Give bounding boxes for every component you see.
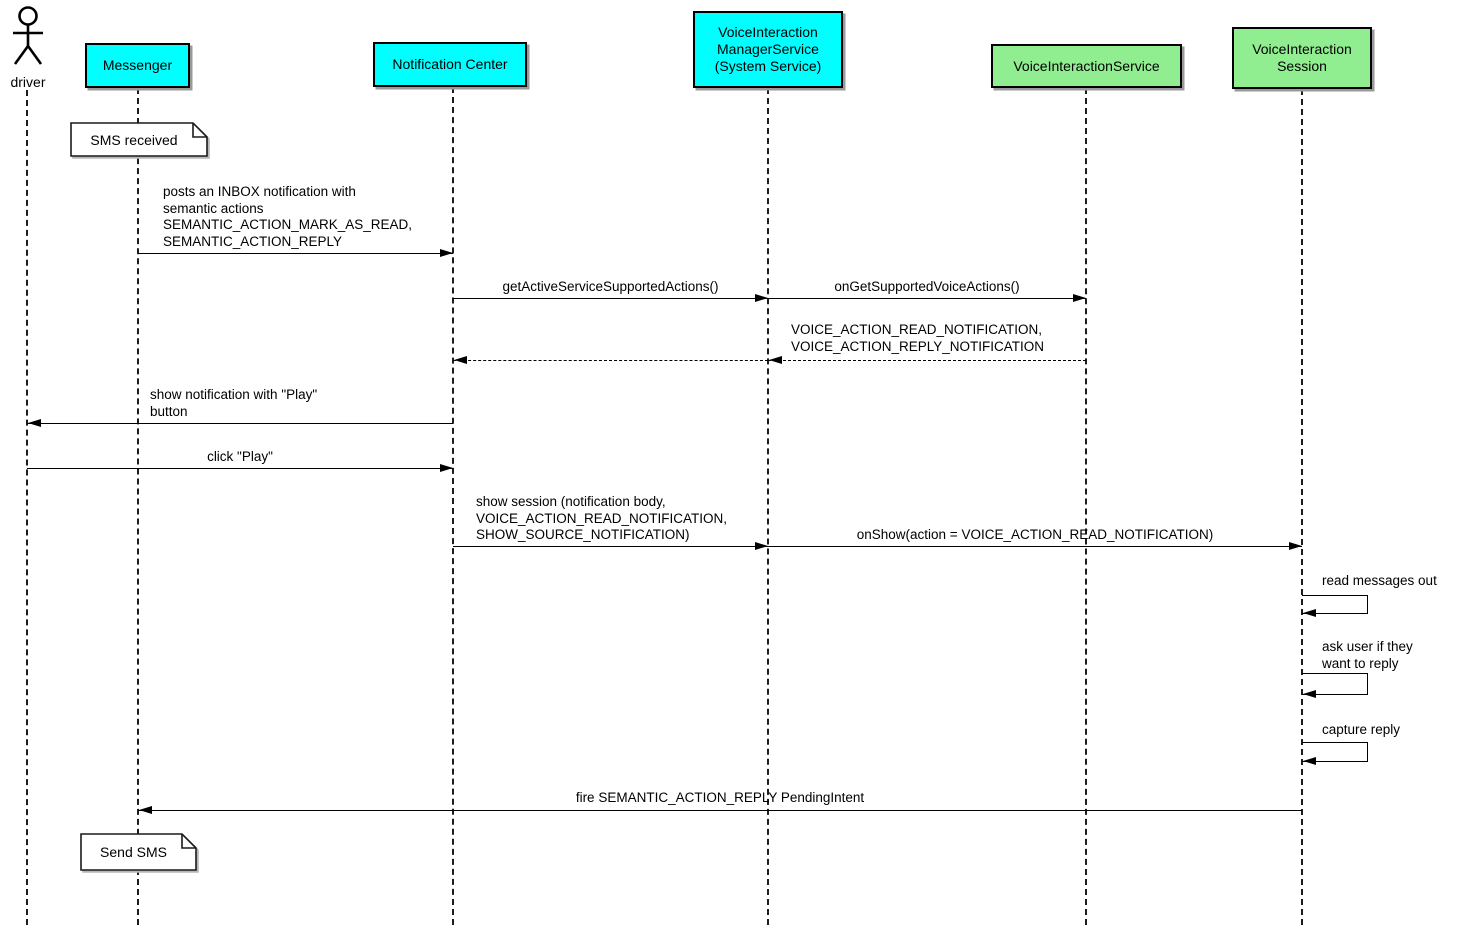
participant-label: Messenger — [102, 57, 173, 73]
message-line — [768, 298, 1086, 299]
arrowhead-right — [1289, 542, 1302, 550]
arrowhead-left — [139, 806, 152, 814]
return-line — [768, 360, 1086, 361]
arrowhead-right — [440, 249, 453, 257]
message-line — [27, 423, 453, 424]
message-label: posts an INBOX notification with semanti… — [163, 184, 413, 249]
arrowhead-right — [755, 542, 768, 550]
participant-messenger: Messenger — [85, 43, 190, 88]
note-send-sms: Send SMS — [80, 833, 197, 871]
arrowhead-right — [440, 464, 453, 472]
message-label: click "Play" — [207, 449, 273, 464]
note-label: SMS received — [90, 131, 178, 148]
actor-driver: driver — [3, 6, 53, 90]
arrowhead-left — [769, 356, 782, 364]
arrowhead-right — [1073, 294, 1086, 302]
message-label: onShow(action = VOICE_ACTION_READ_NOTIFI… — [856, 527, 1214, 542]
participant-voiceinteraction-managerservice: VoiceInteraction ManagerService (System … — [693, 11, 843, 88]
self-message-label: read messages out — [1322, 573, 1437, 588]
note-shape — [80, 833, 197, 871]
participant-notification-center: Notification Center — [373, 42, 527, 87]
message-line — [453, 298, 768, 299]
participant-voiceinteractionservice: VoiceInteractionService — [991, 44, 1182, 88]
note-sms-received: SMS received — [70, 122, 208, 157]
arrowhead-left — [1303, 690, 1316, 698]
self-message-loop — [1302, 673, 1368, 695]
lifeline-voiceinteraction-managerservice — [767, 88, 769, 925]
self-message-loop — [1302, 595, 1368, 614]
participant-label: Notification Center — [392, 56, 508, 72]
message-line — [27, 468, 453, 469]
message-line — [768, 546, 1302, 547]
message-label: show session (notification body, VOICE_A… — [476, 494, 728, 542]
arrowhead-left — [28, 419, 41, 427]
self-message-label: capture reply — [1322, 722, 1401, 737]
lifeline-messenger — [137, 88, 139, 925]
message-label: show notification with "Play" button — [150, 387, 318, 419]
lifeline-notification-center — [452, 87, 454, 925]
lifeline-voiceinteractionservice — [1085, 88, 1087, 925]
participant-label: VoiceInteraction Session — [1252, 41, 1352, 74]
message-label: getActiveServiceSupportedActions() — [502, 279, 719, 294]
message-line — [453, 546, 768, 547]
message-label: onGetSupportedVoiceActions() — [834, 279, 1020, 294]
arrowhead-left — [454, 356, 467, 364]
lifeline-driver — [26, 90, 28, 925]
actor-label: driver — [10, 74, 46, 90]
participant-voiceinteraction-session: VoiceInteraction Session — [1232, 27, 1372, 89]
note-label: Send SMS — [100, 844, 167, 860]
self-message-loop — [1302, 742, 1368, 762]
lifeline-voiceinteraction-session — [1301, 89, 1303, 925]
return-line — [453, 360, 768, 361]
note-shape — [70, 122, 208, 157]
message-label: VOICE_ACTION_READ_NOTIFICATION, VOICE_AC… — [791, 322, 1045, 354]
self-message-label: ask user if they want to reply — [1322, 639, 1413, 671]
participant-label: VoiceInteraction ManagerService (System … — [714, 24, 822, 74]
arrowhead-left — [1303, 757, 1316, 765]
message-label: fire SEMANTIC_ACTION_REPLY PendingIntent — [575, 790, 865, 805]
arrowhead-left — [1303, 609, 1316, 617]
message-line — [138, 810, 1302, 811]
arrowhead-right — [755, 294, 768, 302]
message-line — [138, 253, 453, 254]
participant-label: VoiceInteractionService — [1013, 57, 1160, 74]
person-icon — [13, 6, 43, 65]
